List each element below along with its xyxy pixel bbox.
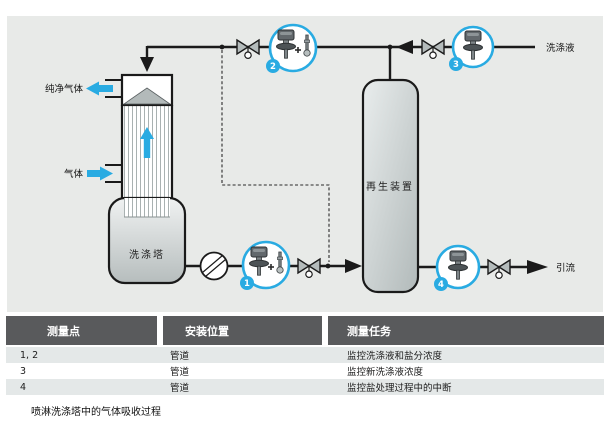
measure-point-4: 4: [434, 244, 481, 291]
measure-point-3: 3: [449, 25, 495, 71]
arrow-gas-in-icon: [87, 166, 113, 181]
drain-label: 引流: [556, 262, 576, 274]
table-header-row: 测量点 安装位置 测量任务: [6, 316, 604, 345]
process-diagram: 洗涤塔 再生装置 2: [7, 16, 603, 312]
table-cell: 监控盐处理过程中的中断: [347, 383, 452, 394]
arrow-up-gasflow-icon: [140, 127, 154, 158]
scrubber-tower: 洗涤塔: [107, 73, 187, 285]
table-row: 4 管道 监控盐处理过程中的中断: [6, 379, 604, 395]
regenerator-vessel: 再生装置: [361, 78, 420, 294]
arrow-drain-icon: [527, 260, 548, 274]
measure-point-badge-3: 3: [453, 60, 459, 70]
table-cell: 监控新洗涤液浓度: [347, 367, 424, 378]
junction-dot: [325, 263, 331, 269]
arrow-pure-gas-out-icon: [86, 81, 113, 96]
table-header-measure-task: 测量任务: [328, 316, 604, 345]
table-row: 1, 2 管道 监控洗涤液和盐分浓度: [6, 347, 604, 363]
junction-dot: [219, 44, 225, 50]
gas-label: 气体: [64, 168, 84, 180]
measurement-table: 测量点 安装位置 测量任务 1, 2 管道 监控洗涤液和盐分浓度 3 管道 监控…: [6, 316, 604, 395]
table-cell: 1, 2: [20, 349, 39, 361]
table-cell: 管道: [170, 351, 190, 362]
figure-caption: 喷淋洗涤塔中的气体吸收过程: [31, 407, 161, 418]
arrow-into-regenerator-icon: [345, 259, 362, 273]
table-header-install-location: 安装位置: [163, 316, 322, 345]
scrubber-tower-label: 洗涤塔: [129, 248, 165, 261]
measure-point-2: 2: [266, 23, 318, 73]
table-row: 3 管道 监控新洗涤液浓度: [6, 363, 604, 379]
table-cell: 管道: [170, 367, 190, 378]
pump-icon: [199, 251, 229, 281]
pure-gas-label: 纯净气体: [45, 83, 84, 95]
regenerator-label: 再生装置: [366, 180, 414, 193]
measure-point-badge-1: 1: [244, 279, 250, 289]
signal-dashed-line: [221, 50, 330, 262]
table-cell: 3: [20, 365, 27, 377]
measure-point-1: 1: [240, 240, 291, 290]
junction-dot: [387, 44, 393, 50]
measure-point-badge-2: 2: [270, 62, 276, 72]
arrow-left-to-junction-icon: [396, 40, 413, 54]
table-header-measure-point: 测量点: [6, 316, 157, 345]
measure-point-badge-4: 4: [438, 280, 444, 290]
table-cell: 管道: [170, 383, 190, 394]
demister-cone-icon: [122, 87, 172, 105]
table-cell: 监控洗涤液和盐分浓度: [347, 351, 443, 362]
arrow-down-into-tower-icon: [140, 57, 154, 72]
table-cell: 4: [20, 381, 27, 393]
washing-liquid-label: 洗涤液: [546, 42, 575, 54]
